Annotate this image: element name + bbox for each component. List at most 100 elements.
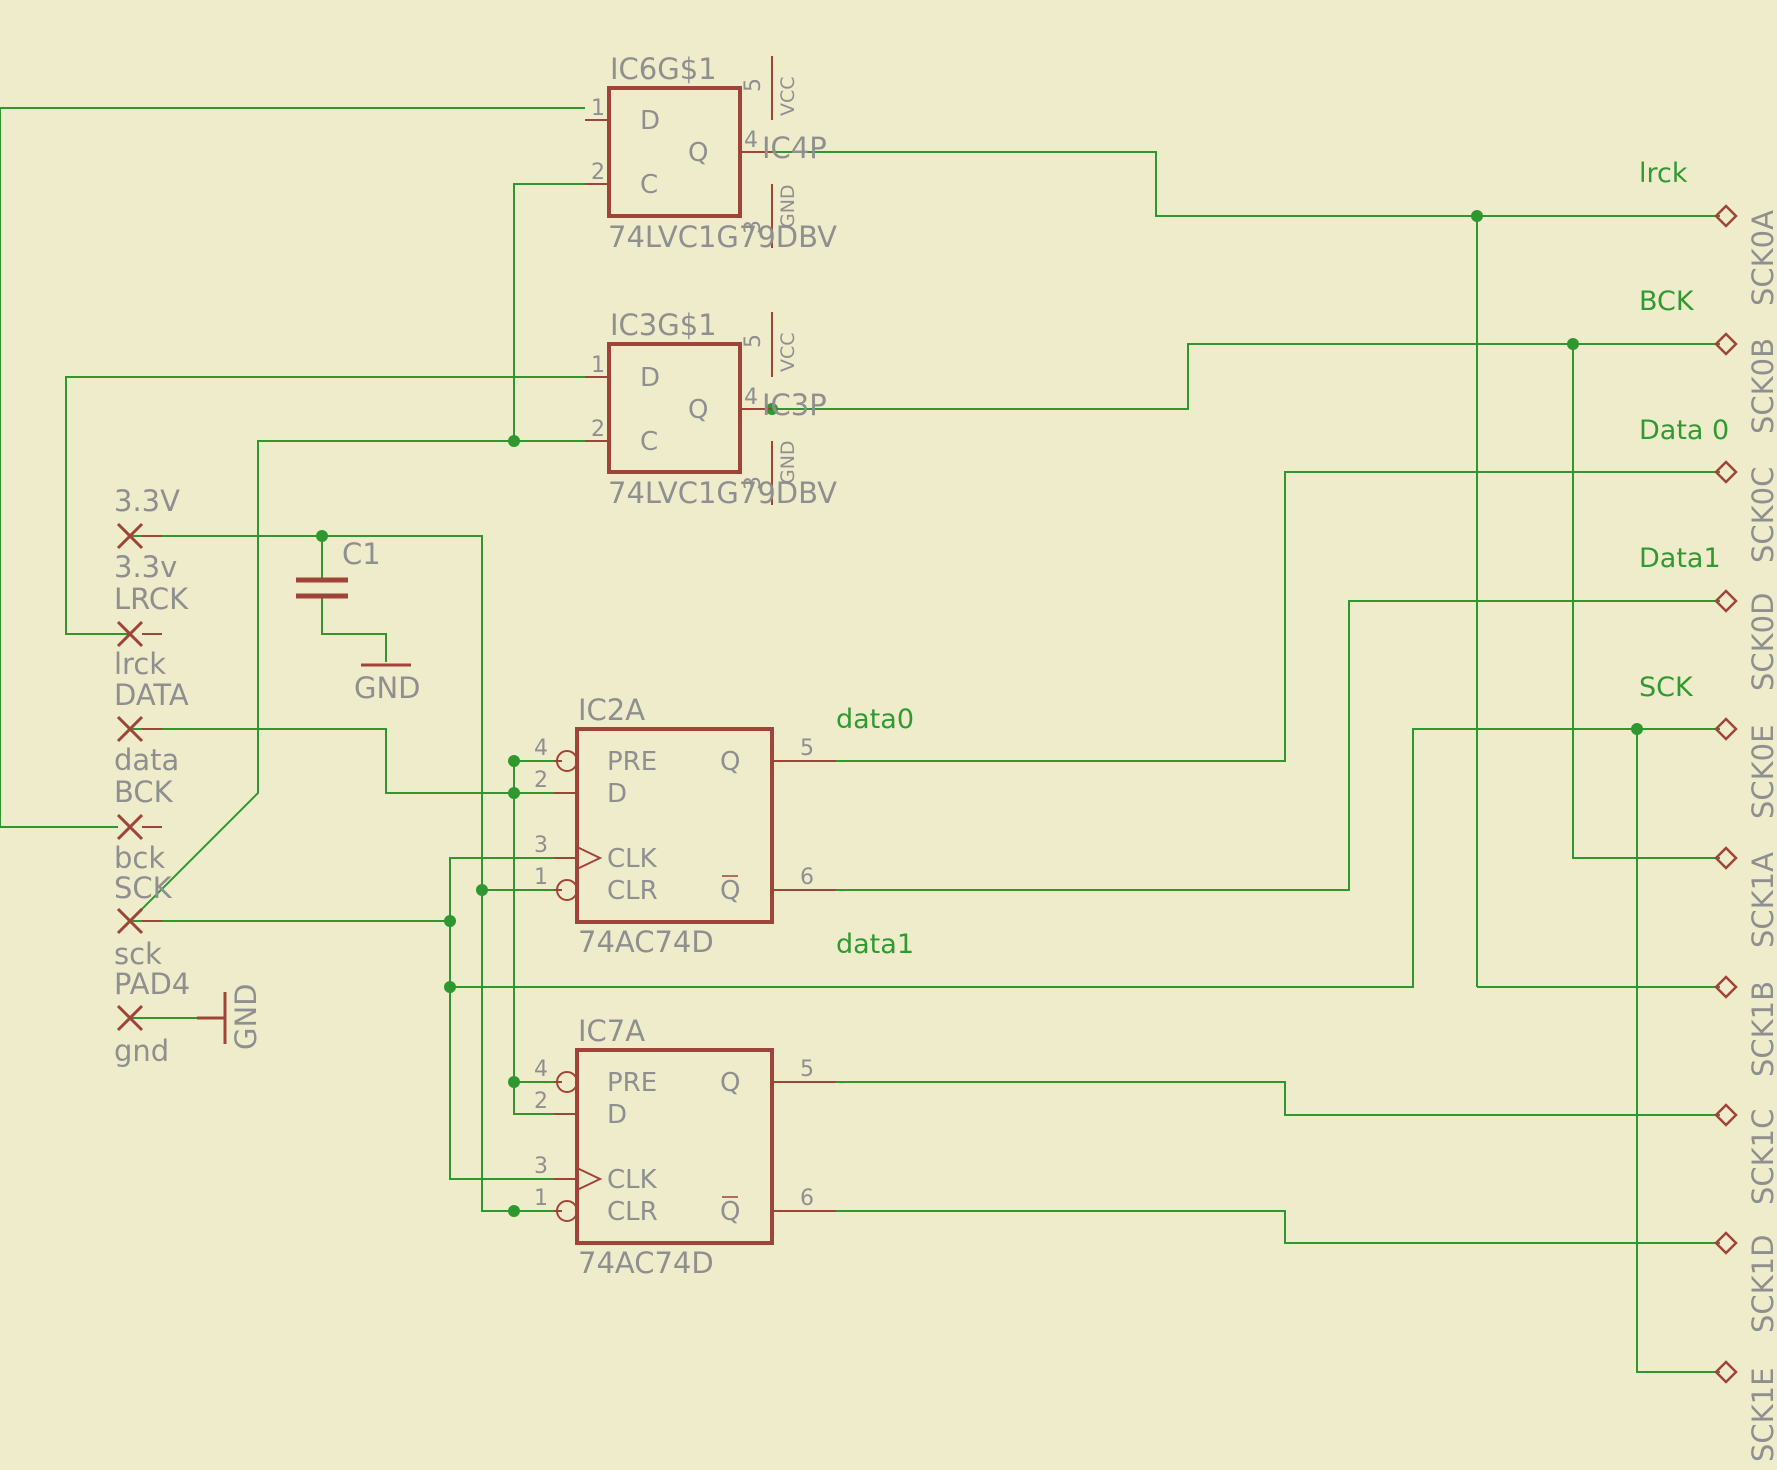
ic2-dflipflop[interactable]: IC2A PRE D CLK CLR Q Q 4 2 3 1 5 6 74AC7… <box>534 693 836 959</box>
pad-value: 3.3v <box>114 550 177 584</box>
ic6-pin-1: 1 <box>591 96 605 121</box>
wire-ic6-q-lrck <box>740 151 1720 217</box>
ic3-vcc-label: VCC <box>777 332 799 372</box>
capacitor-c1[interactable]: C1 <box>296 537 381 599</box>
connector-sck1e[interactable]: SCK1E <box>1714 1360 1777 1462</box>
ic7-d-label: D <box>607 1100 627 1130</box>
junctions <box>316 210 1643 1217</box>
ic2-clk-label: CLK <box>607 844 658 874</box>
junction <box>316 530 328 542</box>
ic2-body <box>575 727 774 924</box>
pad-lrck[interactable]: LRCK lrck <box>114 582 189 681</box>
connector-sck1a[interactable]: SCK1A <box>1714 846 1777 948</box>
wires <box>0 107 1720 1373</box>
connector-sck0c[interactable]: SCK0C <box>1714 460 1777 563</box>
wire-data1 <box>772 600 1720 891</box>
ic7-q-label: Q <box>720 1068 740 1098</box>
ic6-gnd-label: GND <box>777 184 799 228</box>
connector-sck0b[interactable]: SCK0B <box>1714 332 1777 434</box>
junction <box>1631 723 1643 735</box>
wire-ic7-qn <box>772 1210 1720 1244</box>
net-label-data1: Data1 <box>1639 543 1721 574</box>
junction <box>1471 210 1483 222</box>
wire-sck-drop <box>1636 729 1720 1373</box>
pad-name: SCK <box>114 871 173 905</box>
ic3-flipflop[interactable]: IC3G$1 D C Q 1 2 4 5 3 VCC GND IC3P 74LV… <box>585 308 837 510</box>
wire-3v3 <box>130 535 554 1212</box>
ic3-pin-5: 5 <box>741 334 766 348</box>
junction <box>508 435 520 447</box>
connectors: SCK0A SCK0B SCK0C SCK0D SCK0E SCK1A SCK1… <box>1714 204 1777 1462</box>
ic3-pin-2: 2 <box>591 417 605 442</box>
wire-c1-bottom <box>321 598 387 662</box>
net-label-data1-local: data1 <box>836 929 914 960</box>
connector-label: SCK1D <box>1746 1235 1777 1333</box>
pad-value: data <box>114 743 179 777</box>
ic6-pin-4: 4 <box>744 128 758 153</box>
ic3-name: IC3G$1 <box>610 308 717 342</box>
ic7-pin-2: 2 <box>534 1089 548 1114</box>
connector-label: SCK0D <box>1746 593 1777 691</box>
junction <box>444 981 456 993</box>
gnd-label: GND <box>354 671 421 705</box>
net-labels: lrck BCK Data 0 Data1 SCK data0 data1 <box>836 158 1729 960</box>
connector-sck1c[interactable]: SCK1C <box>1714 1103 1777 1205</box>
connector-label: SCK1C <box>1746 1109 1777 1205</box>
junction <box>508 787 520 799</box>
pad-value: gnd <box>114 1034 169 1068</box>
pad-bck[interactable]: BCK bck <box>114 775 174 875</box>
wire-clock-bus <box>513 183 609 442</box>
ic6-name: IC6G$1 <box>610 52 717 86</box>
ic3-pin-4: 4 <box>744 385 758 410</box>
ic7-dflipflop[interactable]: IC7A PRE D CLK CLR Q Q 4 2 3 1 5 6 74AC7… <box>534 1014 836 1280</box>
pad-sck[interactable]: SCK sck <box>114 871 173 971</box>
ic2-pin-2: 2 <box>534 768 548 793</box>
connector-sck1b[interactable]: SCK1B <box>1714 975 1777 1077</box>
wire-sck-net <box>450 728 1720 988</box>
pad-data[interactable]: DATA data <box>114 678 189 777</box>
wire-sck-to-clock-bus <box>129 440 514 922</box>
ic7-clr-label: CLR <box>607 1197 658 1227</box>
c1-name: C1 <box>342 537 381 571</box>
pad-gnd-symbol: GND <box>197 984 263 1051</box>
pad-pad4[interactable]: PAD4 gnd <box>114 967 190 1068</box>
pad-value: sck <box>114 937 162 971</box>
connector-sck1d[interactable]: SCK1D <box>1714 1231 1777 1333</box>
ic6-c-label: C <box>640 170 658 200</box>
connector-label: SCK1B <box>1746 981 1777 1077</box>
wire-bck-drop <box>1572 344 1720 859</box>
connector-sck0a[interactable]: SCK0A <box>1714 204 1777 306</box>
connector-label: SCK0B <box>1746 338 1777 434</box>
ic7-clk-label: CLK <box>607 1165 658 1195</box>
ic3-value: 74LVC1G79DBV <box>608 476 837 510</box>
ic2-pre-label: PRE <box>607 747 657 777</box>
connector-label: SCK1A <box>1746 852 1777 948</box>
junction <box>508 1205 520 1217</box>
connector-sck0e[interactable]: SCK0E <box>1714 717 1777 819</box>
ic6-flipflop[interactable]: IC6G$1 D C Q 1 2 4 5 3 VCC GND IC4P 74LV… <box>585 52 837 254</box>
ic7-value: 74AC74D <box>578 1246 714 1280</box>
pad-gnd-label: GND <box>229 984 263 1051</box>
wire-ic7-q <box>772 1081 1720 1116</box>
connector-label: SCK0C <box>1746 467 1777 563</box>
ic2-q-label: Q <box>720 747 740 777</box>
ic2-d-label: D <box>607 779 627 809</box>
ic6-body <box>607 86 742 218</box>
ic3-power-name: IC3P <box>762 388 827 422</box>
ic6-vcc-label: VCC <box>777 76 799 116</box>
wire-ic3-q-bck <box>740 343 1720 410</box>
ic7-pin-4: 4 <box>534 1057 548 1082</box>
ic6-q-label: Q <box>688 138 708 168</box>
pad-value: lrck <box>114 647 166 681</box>
ic6-pin-2: 2 <box>591 160 605 185</box>
wire-data-pad <box>130 728 577 794</box>
net-label-bck: BCK <box>1639 286 1695 317</box>
pad-name: LRCK <box>114 582 189 616</box>
ic6-pin-5: 5 <box>741 78 766 92</box>
wire-data0 <box>772 471 1720 762</box>
net-label-lrck: lrck <box>1639 158 1688 189</box>
connector-sck0d[interactable]: SCK0D <box>1714 589 1777 691</box>
pad-3v3[interactable]: 3.3V 3.3v <box>114 484 180 584</box>
ic2-pin-3: 3 <box>534 833 548 858</box>
net-label-data0-local: data0 <box>836 704 914 735</box>
